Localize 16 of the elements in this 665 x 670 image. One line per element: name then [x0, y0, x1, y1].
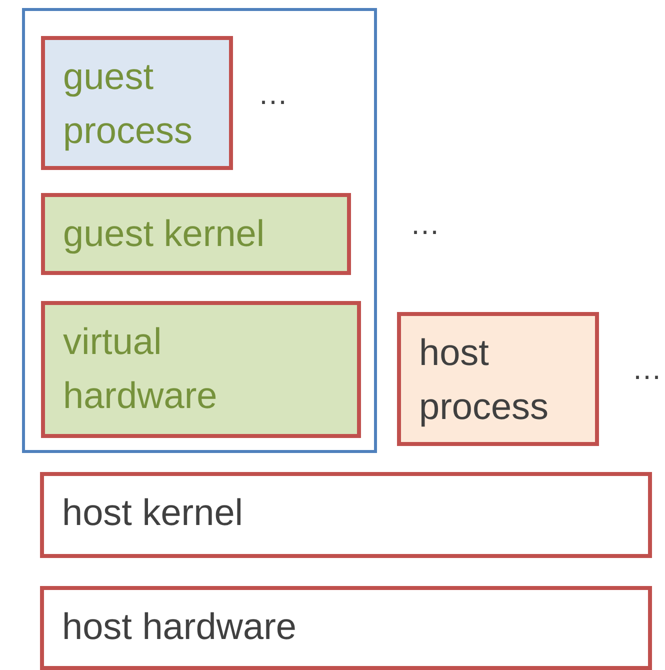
layer-box	[41, 301, 361, 438]
ellipsis-label: …	[410, 208, 440, 242]
layer-box	[40, 586, 652, 670]
layer-label: virtual hardware	[62, 320, 218, 418]
container-frame	[22, 8, 377, 453]
ellipsis-label: …	[258, 78, 288, 112]
layer-box	[397, 312, 599, 446]
layer-label: host kernel	[61, 491, 244, 535]
layer-label: guest process	[62, 55, 194, 153]
layer-label: host hardware	[61, 605, 298, 649]
layer-label: guest kernel	[62, 212, 266, 256]
layer-label: host process	[418, 331, 550, 429]
layer-box	[41, 193, 351, 275]
ellipsis-label: …	[632, 353, 662, 387]
layer-box	[41, 36, 233, 170]
layer-box	[40, 472, 652, 558]
